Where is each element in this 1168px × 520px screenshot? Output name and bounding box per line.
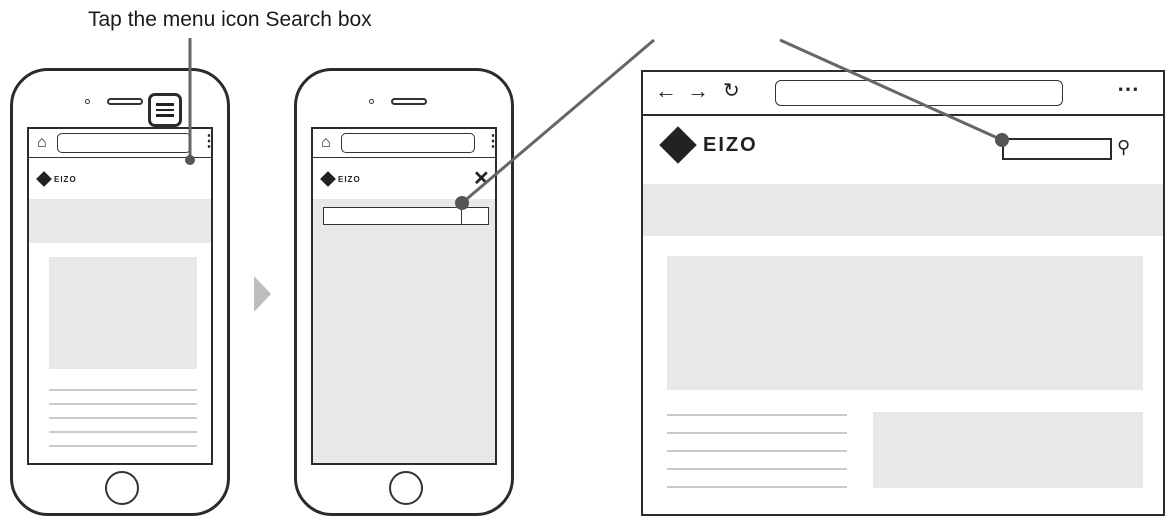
mobile-toolbar: ⌂ ⋮ <box>313 129 495 158</box>
browser-toolbar: ← → ↻ ⋯ <box>643 72 1163 116</box>
content-block <box>49 257 197 369</box>
text-line <box>667 486 847 488</box>
step-arrow-icon <box>254 276 271 312</box>
text-line <box>667 450 847 452</box>
more-dots-icon[interactable]: ⋯ <box>1117 76 1141 101</box>
phone-1: ⌂ ⋮ EIZO <box>10 68 230 516</box>
text-line <box>49 403 197 405</box>
text-line <box>49 417 197 419</box>
text-line <box>49 445 197 447</box>
eizo-logo: EIZO <box>36 171 77 187</box>
hamburger-menu-icon[interactable] <box>148 93 182 127</box>
reload-icon[interactable]: ↻ <box>723 80 740 102</box>
text-line <box>49 431 197 433</box>
side-block <box>873 412 1143 488</box>
home-icon[interactable]: ⌂ <box>37 134 47 151</box>
camera-dot <box>85 99 90 104</box>
text-line <box>667 414 847 416</box>
eizo-logo: EIZO <box>659 126 758 164</box>
kebab-menu-icon[interactable]: ⋮ <box>485 134 495 150</box>
menu-panel <box>313 199 495 463</box>
desktop-search-box[interactable] <box>1002 138 1112 160</box>
eizo-logo: EIZO <box>320 171 361 187</box>
logo-text: EIZO <box>703 133 758 156</box>
hero-banner <box>643 184 1163 236</box>
hero-banner <box>29 199 211 243</box>
kebab-menu-icon[interactable]: ⋮ <box>201 134 211 150</box>
camera-dot <box>369 99 374 104</box>
search-icon[interactable]: ⚲ <box>1117 137 1131 157</box>
phone-2: ⌂ ⋮ EIZO ✕ <box>294 68 514 516</box>
home-icon[interactable]: ⌂ <box>321 134 331 151</box>
phone-home-button[interactable] <box>389 471 423 505</box>
phone-home-button[interactable] <box>105 471 139 505</box>
phone-2-screen: ⌂ ⋮ EIZO ✕ <box>311 127 497 465</box>
text-line <box>667 432 847 434</box>
content-block <box>667 256 1143 390</box>
forward-arrow-icon[interactable]: → <box>687 78 709 103</box>
caption: Tap the menu icon Search box <box>88 8 372 31</box>
speaker <box>391 98 427 105</box>
text-line <box>49 389 197 391</box>
logo-text: EIZO <box>54 174 77 184</box>
logo-text: EIZO <box>338 174 361 184</box>
text-line <box>667 468 847 470</box>
url-bar[interactable] <box>57 133 191 153</box>
close-icon[interactable]: ✕ <box>473 168 490 190</box>
url-bar[interactable] <box>341 133 475 153</box>
phone-1-screen: ⌂ ⋮ EIZO <box>27 127 213 465</box>
back-arrow-icon[interactable]: ← <box>655 78 677 103</box>
eizo-logo-mark-icon <box>659 126 697 164</box>
url-bar[interactable] <box>775 80 1063 106</box>
eizo-logo-mark-icon <box>36 171 52 187</box>
speaker <box>107 98 143 105</box>
desktop-browser: ← → ↻ ⋯ EIZO ⚲ <box>641 70 1165 516</box>
mobile-search-button[interactable] <box>461 207 489 225</box>
mobile-toolbar: ⌂ ⋮ <box>29 129 211 158</box>
mobile-search-box[interactable] <box>323 207 489 225</box>
eizo-logo-mark-icon <box>320 171 336 187</box>
